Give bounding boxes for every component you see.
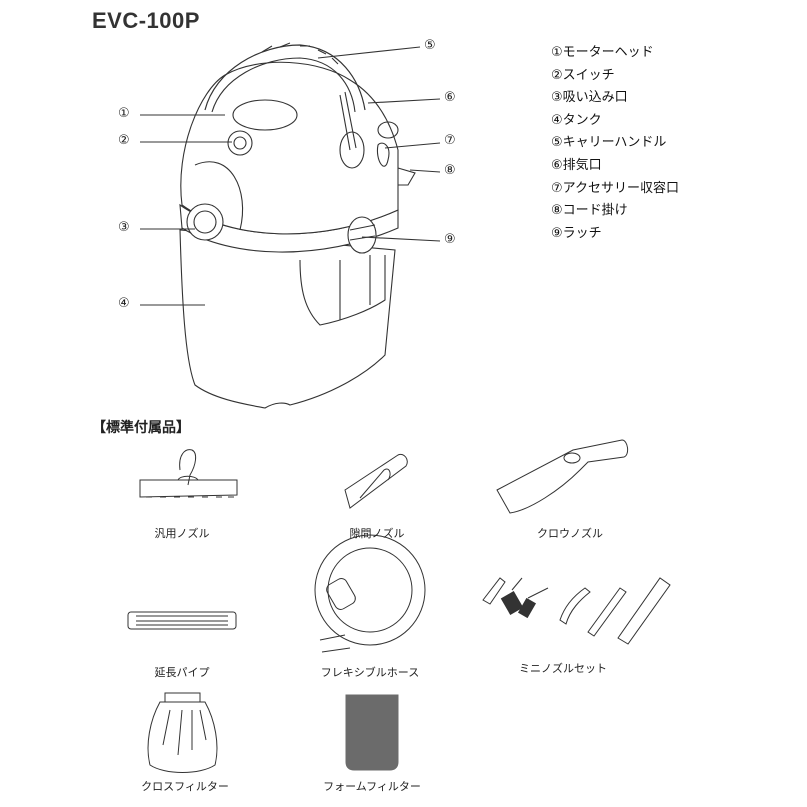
- caption-crevice-nozzle: 隙間ノズル: [349, 527, 405, 540]
- callout-3: ③: [118, 220, 130, 235]
- legend-item: ③吸い込み口: [551, 90, 628, 106]
- legend-item: ⑦アクセサリー収容口: [551, 180, 680, 196]
- caption-extension-pipe: 延長パイプ: [154, 666, 210, 679]
- accessories-heading: 【標準付属品】: [92, 420, 190, 436]
- crevice-nozzle-icon: [344, 453, 408, 509]
- legend-item: ②スイッチ: [551, 67, 615, 83]
- callout-2: ②: [118, 133, 130, 148]
- callout-6: ⑥: [444, 90, 456, 105]
- caption-flexible-hose: フレキシブルホース: [320, 666, 420, 679]
- legend-item: ⑥排気口: [551, 157, 602, 173]
- foam-filter-icon: [345, 694, 399, 771]
- callout-1: ①: [118, 106, 130, 121]
- mini-nozzle-set-icon: [482, 577, 671, 645]
- caption-cloth-filter: クロスフィルター: [141, 780, 229, 793]
- extension-pipe-icon: [127, 611, 237, 630]
- legend-item: ⑨ラッチ: [551, 225, 602, 241]
- legend-item: ①モーターヘッド: [551, 45, 654, 60]
- caption-claw-nozzle: クロウノズル: [537, 527, 603, 540]
- legend-item: ⑤キャリーハンドル: [551, 135, 667, 151]
- flexible-hose-icon: [314, 534, 426, 653]
- floor-nozzle-icon: [139, 449, 238, 498]
- callout-5: ⑤: [424, 38, 436, 53]
- caption-mini-nozzle-set: ミニノズルセット: [519, 662, 607, 675]
- legend-item: ④タンク: [551, 112, 602, 128]
- cloth-filter-icon: [147, 692, 218, 773]
- parts-legend: ①モーターヘッド ②スイッチ ③吸い込み口 ④タンク ⑤キャリーハンドル ⑥排気…: [551, 42, 679, 245]
- callout-9: ⑨: [444, 232, 456, 247]
- claw-nozzle-icon: [496, 439, 629, 514]
- callout-4: ④: [118, 296, 130, 311]
- caption-foam-filter: フォームフィルター: [323, 780, 421, 793]
- callout-7: ⑦: [444, 133, 456, 148]
- caption-floor-nozzle: 汎用ノズル: [154, 527, 210, 540]
- callout-8: ⑧: [444, 163, 456, 178]
- legend-item: ⑧コード掛け: [551, 203, 628, 219]
- model-title: EVC-100P: [92, 8, 200, 33]
